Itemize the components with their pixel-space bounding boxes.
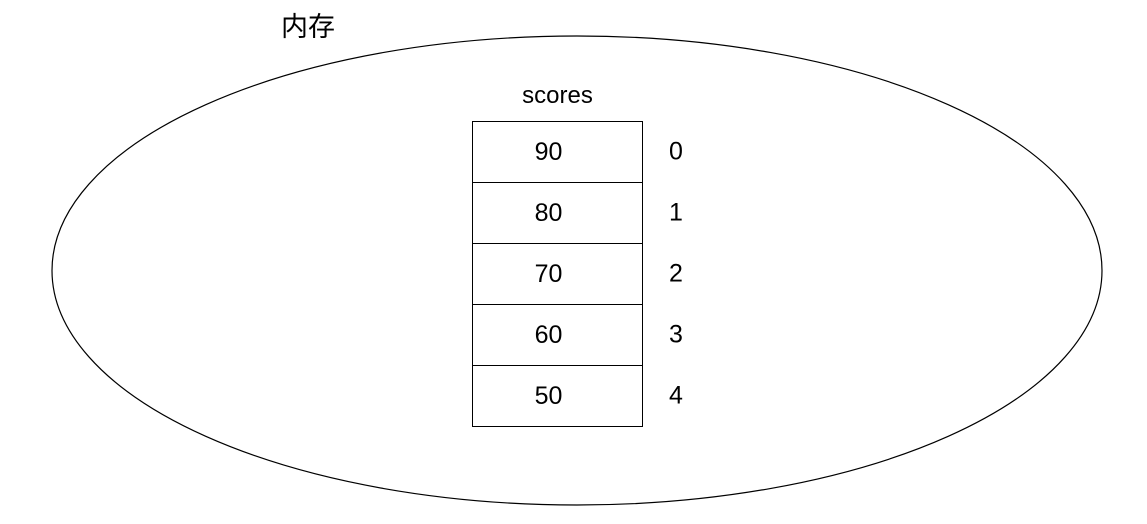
array-cell-value: 60 [534, 320, 563, 349]
table-row: 50 4 [473, 366, 683, 426]
memory-label: 内存 [281, 12, 335, 42]
array-cell-index: 0 [669, 137, 683, 166]
array-cell-value: 70 [534, 259, 563, 288]
memory-boundary-ellipse [51, 35, 1103, 506]
array-cell-value: 50 [534, 381, 563, 410]
table-row: 80 1 [473, 183, 683, 244]
array-name-label: scores [522, 82, 593, 109]
array-cell-index: 4 [669, 381, 683, 410]
array-cell-index: 3 [669, 320, 683, 349]
array-cell-index: 1 [669, 198, 683, 227]
table-row: 60 3 [473, 305, 683, 366]
array-cell-index: 2 [669, 259, 683, 288]
array-table: 90 0 80 1 70 2 60 3 50 4 [472, 121, 683, 427]
table-row: 70 2 [473, 244, 683, 305]
array-cell-value: 90 [534, 137, 563, 166]
table-row: 90 0 [473, 122, 683, 183]
array-cell-value: 80 [534, 198, 563, 227]
